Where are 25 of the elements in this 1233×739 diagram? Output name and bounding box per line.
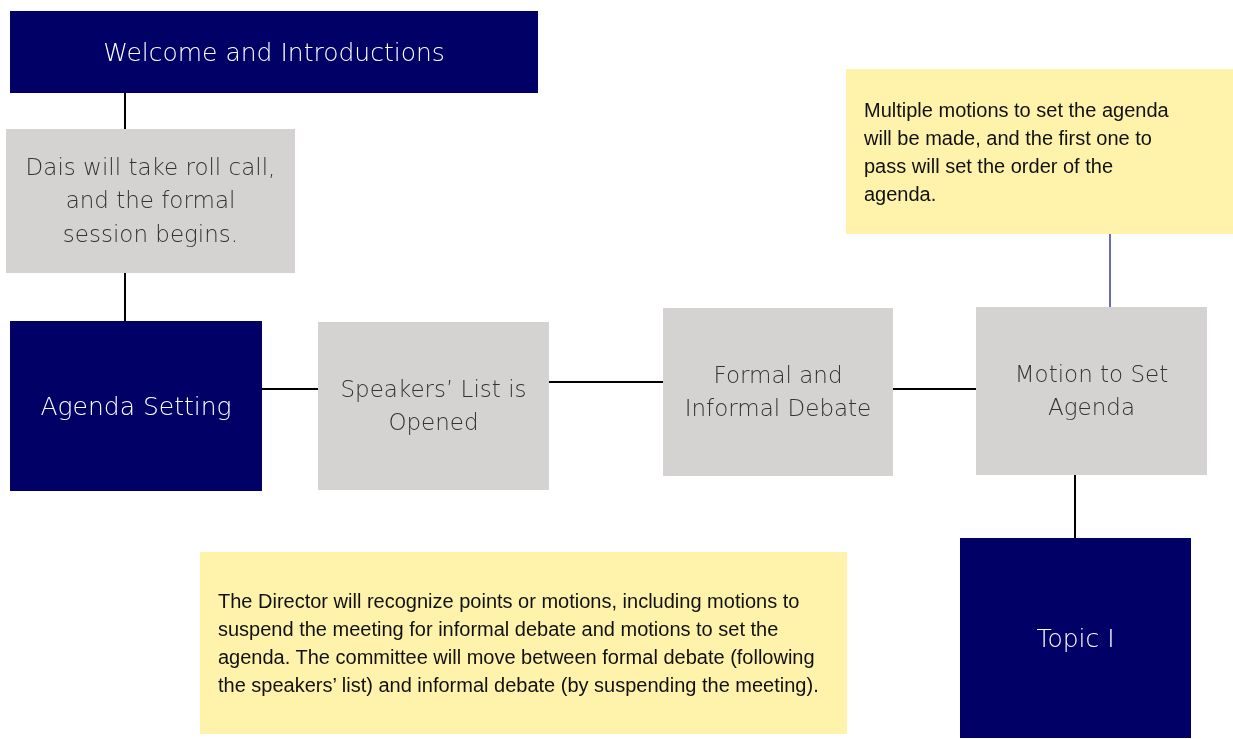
connector-line xyxy=(124,92,126,130)
connector-line xyxy=(548,381,664,383)
box-label: Motion to Set Agenda xyxy=(1013,359,1170,422)
note-box xyxy=(846,69,1233,234)
box-label: Formal and Informal Debate xyxy=(683,360,873,423)
step-box xyxy=(976,307,1207,475)
note-text: The Director will recognize points or motions, including motions to suspend the meeting for informal debate and motions to set the agenda. The committee will move between formal debate (following the speakers’ list) and informal debate (by suspending the meeting). xyxy=(218,589,820,698)
box-label: Speakers’ List is Opened xyxy=(339,374,528,437)
box-label: Dais will take roll call, and the formal session begins. xyxy=(24,153,277,249)
note-box xyxy=(200,552,847,734)
connector-line xyxy=(1074,474,1076,539)
box-label: Topic I xyxy=(1036,623,1115,653)
connector-line xyxy=(1109,233,1111,308)
step-box xyxy=(663,308,893,476)
step-box xyxy=(6,129,295,273)
connector-line xyxy=(892,388,977,390)
box-label: Welcome and Introductions xyxy=(103,37,445,67)
step-box xyxy=(318,322,549,490)
stage-box xyxy=(960,538,1191,738)
stage-box xyxy=(10,11,538,93)
box-label: Agenda Setting xyxy=(40,391,232,421)
stage-box xyxy=(10,321,262,491)
connector-line xyxy=(124,272,126,322)
note-text: Multiple motions to set the agenda will be made, and the first one to pass will set the order of the agenda. xyxy=(864,97,1170,207)
connector-line xyxy=(261,388,319,390)
